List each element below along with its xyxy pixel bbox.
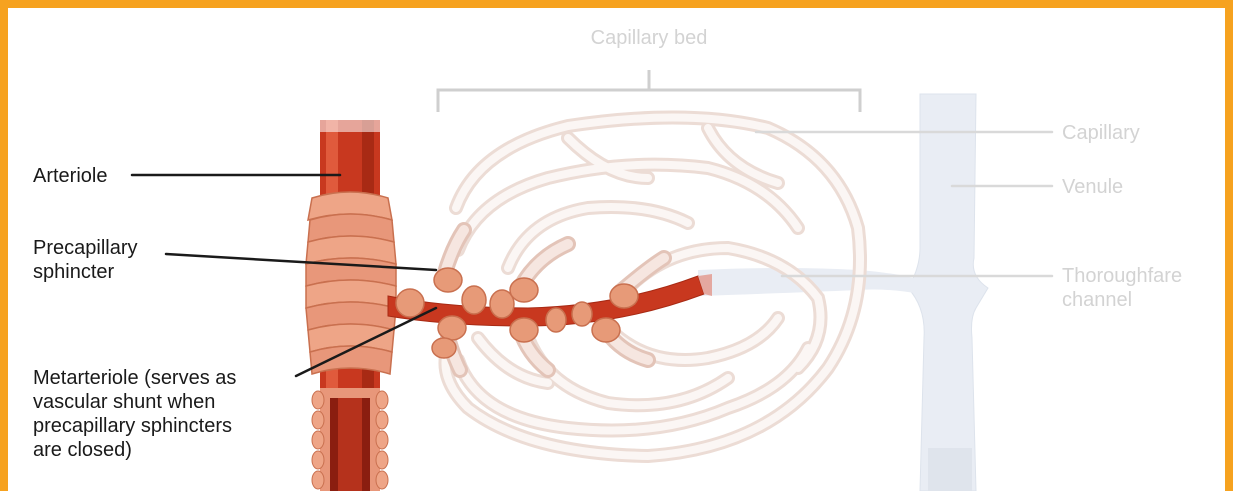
label-precapillary-sphincter: Precapillary sphincter — [33, 237, 143, 283]
sphincter-ring — [434, 268, 462, 292]
label-capillary: Capillary — [1062, 122, 1140, 144]
capillary-bed-bracket — [438, 70, 860, 112]
capillary-bed-diagram: Capillary bed Arteriole Precapillary sph… — [8, 8, 1225, 491]
arteriole-muscle-wrap — [306, 192, 396, 374]
sphincter-ring — [462, 286, 486, 314]
arteriole-cross-section — [312, 388, 388, 491]
sphincter-ring — [396, 289, 424, 317]
sphincter-ring — [510, 318, 538, 342]
label-arteriole: Arteriole — [33, 165, 107, 187]
sphincter-ring — [432, 338, 456, 358]
label-capillary-bed: Capillary bed — [591, 27, 708, 49]
label-metarteriole: Metarteriole (serves as vascular shunt w… — [33, 367, 242, 461]
sphincter-ring — [592, 318, 620, 342]
sphincter-ring — [610, 284, 638, 308]
diagram-frame: Capillary bed Arteriole Precapillary sph… — [8, 8, 1225, 491]
sphincter-ring — [546, 308, 566, 332]
label-venule: Venule — [1062, 176, 1123, 198]
sphincter-ring — [438, 316, 466, 340]
sphincter-ring — [572, 302, 592, 326]
label-thoroughfare-channel: Thoroughfare channel — [1062, 265, 1188, 311]
sphincter-ring — [510, 278, 538, 302]
